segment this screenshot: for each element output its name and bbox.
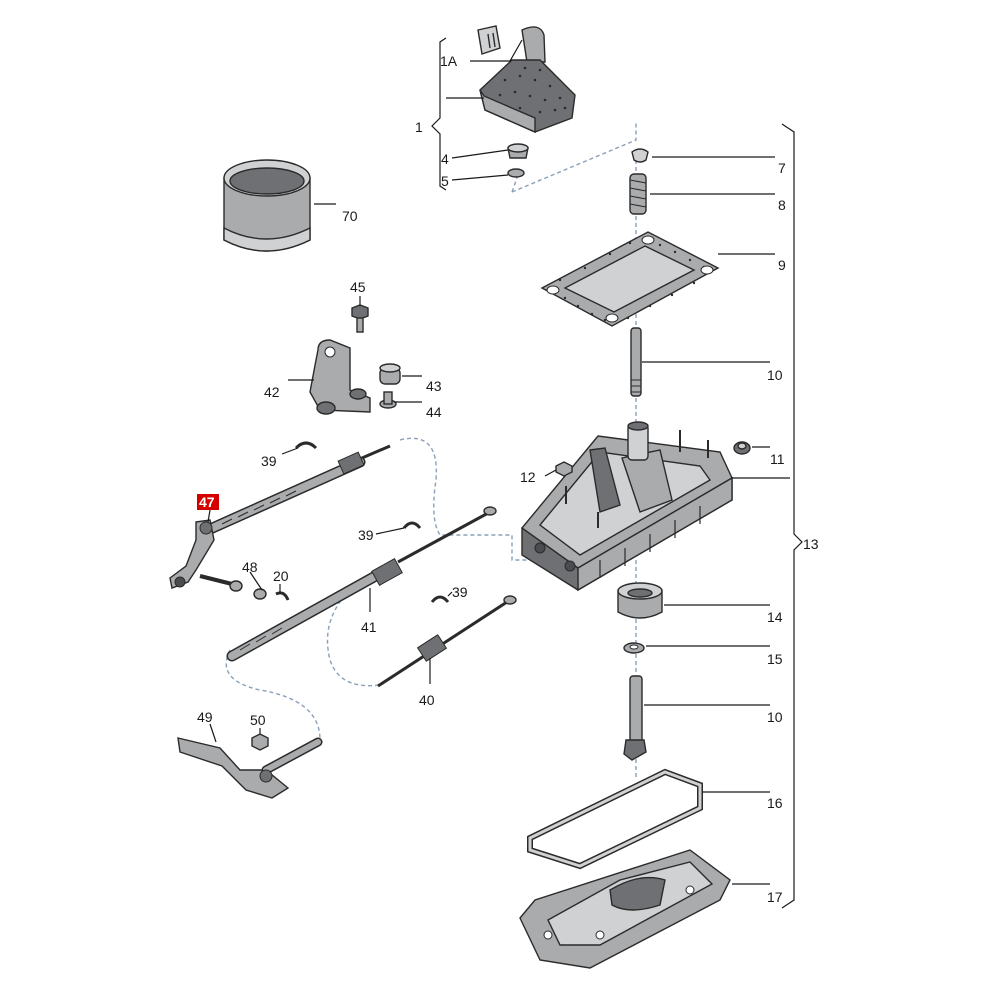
part-45-bolt <box>351 304 369 333</box>
part-41-cable-upper <box>202 444 391 536</box>
label-16: 16 <box>767 795 783 811</box>
label-14: 14 <box>767 609 783 625</box>
label-12: 12 <box>520 469 536 485</box>
label-44: 44 <box>426 404 442 420</box>
label-39-c: 39 <box>452 584 468 600</box>
leader-lines <box>207 39 790 885</box>
part-1-gear-knob <box>477 25 576 134</box>
label-10-upper: 10 <box>767 367 783 383</box>
label-4: 4 <box>441 151 449 167</box>
label-47-highlight-box <box>197 494 219 510</box>
part-12-nut <box>555 461 573 477</box>
label-41: 41 <box>361 619 377 635</box>
part-42-mount-bracket <box>309 339 371 415</box>
label-40: 40 <box>419 692 435 708</box>
label-8: 8 <box>778 197 786 213</box>
label-10-lower: 10 <box>767 709 783 725</box>
label-15: 15 <box>767 651 783 667</box>
part-15-washer <box>623 642 645 654</box>
part-43-rubber-bush <box>379 363 401 385</box>
label-45: 45 <box>350 279 366 295</box>
part-48-pin <box>199 574 243 592</box>
part-16-seal <box>527 768 703 870</box>
label-39-a: 39 <box>261 453 277 469</box>
part-7-circlip <box>631 148 649 163</box>
part-50-nut <box>251 733 269 751</box>
part-14-bearing-shell <box>617 582 663 619</box>
label-17: 17 <box>767 889 783 905</box>
part-39-clip-a <box>294 441 318 450</box>
part-11-grommet <box>733 441 751 455</box>
label-20: 20 <box>273 568 289 584</box>
label-9: 9 <box>778 257 786 273</box>
label-70: 70 <box>342 208 358 224</box>
part-47-selector-lever <box>169 519 215 589</box>
label-47: 47 <box>199 494 215 510</box>
part-10-shaft-lower <box>623 675 647 761</box>
part-39-clip-b <box>402 521 422 529</box>
label-50: 50 <box>250 712 266 728</box>
part-5-clip <box>507 168 525 178</box>
part-20-clip <box>253 588 290 601</box>
part-10-shaft-upper <box>630 327 642 397</box>
label-13: 13 <box>803 536 819 552</box>
label-5: 5 <box>441 173 449 189</box>
part-8-spring <box>629 173 647 215</box>
bracket-group-13 <box>781 123 803 909</box>
bracket-group-1 <box>431 37 447 191</box>
label-11: 11 <box>770 451 785 467</box>
label-49: 49 <box>197 709 213 725</box>
part-39-clip-c <box>430 595 450 603</box>
part-13-shifter-housing <box>520 421 733 592</box>
label-1: 1 <box>415 119 423 135</box>
label-7: 7 <box>778 160 786 176</box>
label-43: 43 <box>426 378 442 394</box>
part-40-cable-end <box>377 595 517 688</box>
part-44-sleeve <box>379 391 397 409</box>
label-42: 42 <box>264 384 280 400</box>
part-70-sleeve <box>223 159 311 252</box>
part-17-base-plate <box>519 849 731 969</box>
label-1a: 1A <box>440 53 458 69</box>
part-49-lever <box>177 737 323 799</box>
part-41-cable-lower <box>226 506 497 662</box>
label-48: 48 <box>242 559 258 575</box>
part-9-gasket <box>540 231 720 327</box>
part-4-bush <box>507 143 529 159</box>
part-labels: 1 1A 4 5 7 8 9 10 11 12 13 14 15 10 16 1… <box>197 53 819 905</box>
label-39-b: 39 <box>358 527 374 543</box>
